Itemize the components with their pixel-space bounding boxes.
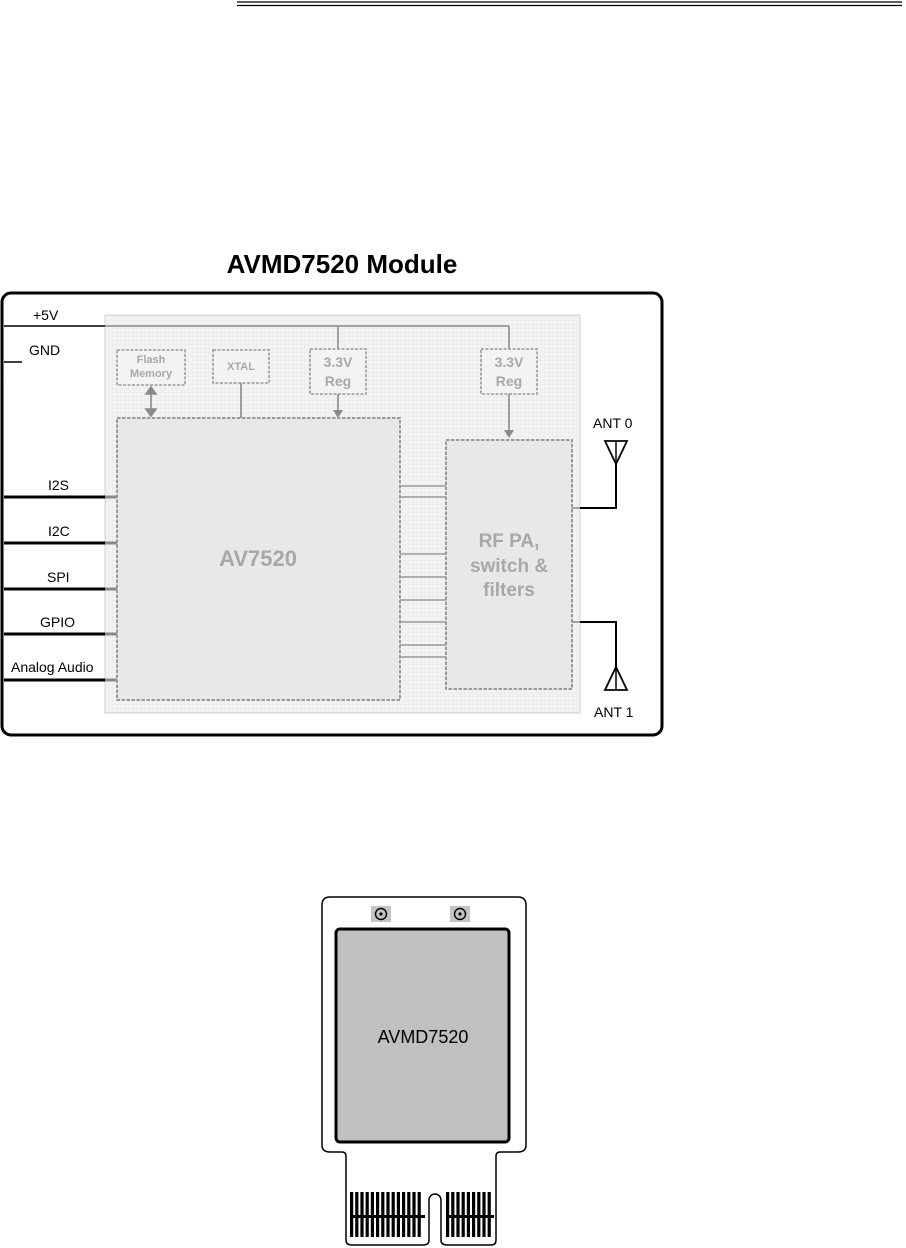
- header-rule: [237, 2, 902, 6]
- contact-finger: [407, 1192, 410, 1237]
- interface-label-i2c: I2C: [48, 523, 70, 539]
- flash-label-line1: Flash: [137, 354, 166, 366]
- card-ant-connector-1: [450, 906, 470, 922]
- vcc-label: +5V: [33, 307, 59, 323]
- contact-finger: [392, 1192, 395, 1237]
- contact-finger: [350, 1192, 353, 1237]
- contact-finger: [402, 1192, 405, 1237]
- contact-finger: [397, 1192, 400, 1237]
- gnd-label: GND: [29, 342, 60, 358]
- contact-finger: [418, 1192, 421, 1237]
- xtal-label: XTAL: [227, 361, 255, 373]
- finger-bar: [446, 1215, 494, 1218]
- contact-finger: [360, 1192, 363, 1237]
- interface-label-i2s: I2S: [48, 477, 69, 493]
- flash-label-line2: Memory: [130, 368, 173, 380]
- contact-finger: [381, 1192, 384, 1237]
- interface-label-spi: SPI: [47, 569, 70, 585]
- card-label: AVMD7520: [378, 1027, 469, 1047]
- rf-label-line2: switch &: [470, 556, 548, 577]
- contact-finger: [467, 1192, 470, 1237]
- interface-label-analog-audio: Analog Audio: [11, 659, 94, 675]
- rf-frontend-block: RF PA, switch & filters: [446, 440, 572, 689]
- diagram-title: AVMD7520 Module: [227, 249, 458, 279]
- contact-finger: [446, 1192, 449, 1237]
- contact-finger: [472, 1192, 475, 1237]
- regulator-b-label-line1: 3.3V: [495, 354, 524, 370]
- contact-finger: [412, 1192, 415, 1237]
- contact-finger: [366, 1192, 369, 1237]
- rf-label-line1: RF PA,: [479, 531, 540, 552]
- contact-finger: [451, 1192, 454, 1237]
- soc-block: AV7520: [117, 418, 400, 700]
- flash-memory-block: Flash Memory: [117, 350, 185, 385]
- regulator-a-label-line1: 3.3V: [324, 354, 353, 370]
- module-card: AVMD7520: [322, 897, 526, 1245]
- contact-finger: [488, 1192, 491, 1237]
- card-fingers-left: [350, 1192, 425, 1237]
- contact-finger: [371, 1192, 374, 1237]
- block-diagram: AVMD7520 Module +5V GND I: [2, 249, 662, 735]
- ant1-label: ANT 1: [594, 704, 634, 720]
- contact-finger: [386, 1192, 389, 1237]
- regulator-b-label-line2: Reg: [496, 373, 522, 389]
- contact-finger: [482, 1192, 485, 1237]
- ant0-label: ANT 0: [593, 415, 633, 431]
- regulator-a-label-line2: Reg: [325, 373, 351, 389]
- rf-label-line3: filters: [483, 580, 535, 601]
- contact-finger: [376, 1192, 379, 1237]
- contact-finger: [456, 1192, 459, 1237]
- interface-label-gpio: GPIO: [40, 614, 75, 630]
- soc-label: AV7520: [219, 546, 297, 571]
- contact-finger: [355, 1192, 358, 1237]
- finger-bar: [350, 1215, 425, 1218]
- contact-finger: [462, 1192, 465, 1237]
- contact-finger: [477, 1192, 480, 1237]
- card-ant-connector-0: [371, 906, 391, 922]
